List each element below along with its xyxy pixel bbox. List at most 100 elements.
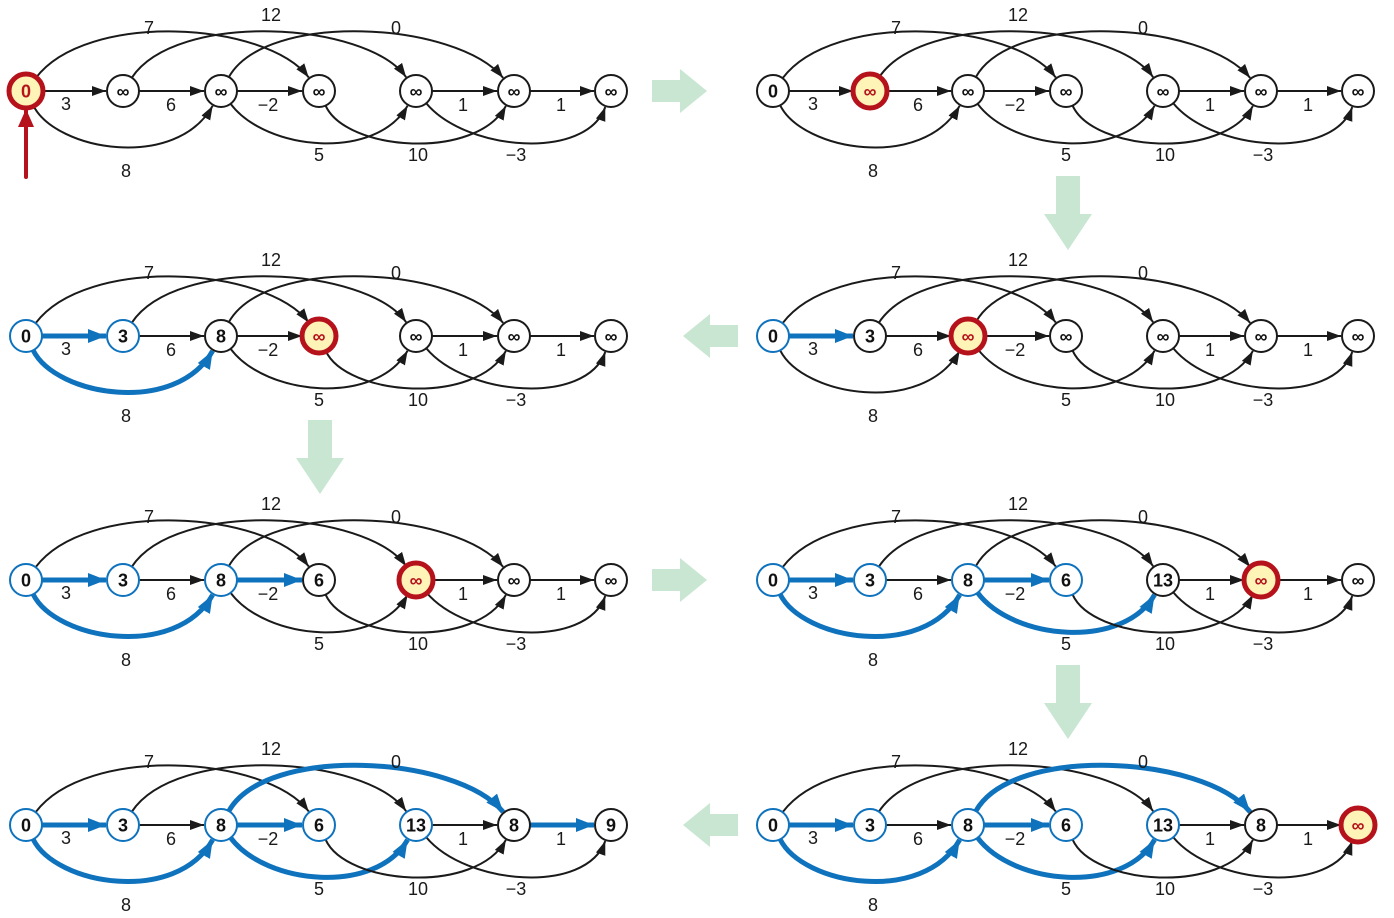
node-2-distance: 8 (216, 571, 226, 591)
edge-0-3 (781, 275, 1057, 324)
edge-weight-0-2: 8 (121, 895, 131, 913)
edge-weight-1-2: 6 (166, 95, 176, 115)
edge-weight-1-4: 12 (261, 5, 281, 25)
node-1-distance: 3 (865, 571, 875, 591)
node-3 (302, 808, 336, 842)
edge-2-5 (227, 275, 504, 324)
start-arrow-head (18, 109, 34, 127)
edge-2-4-tree (975, 591, 1157, 635)
edge-2-5 (974, 275, 1251, 324)
edge-weight-1-2: 6 (913, 340, 923, 360)
edge-0-2 (779, 349, 961, 394)
edge-weight-4-6: −3 (506, 879, 527, 899)
node-4 (1146, 808, 1180, 842)
node-6-current (1338, 805, 1378, 845)
edge-1-4 (131, 519, 407, 568)
edge-weight-2-4: 5 (1061, 390, 1071, 410)
edge-weight-4-6: −3 (1253, 390, 1274, 410)
edge-weight-4-5: 1 (1205, 584, 1215, 604)
edge-weight-0-3: 7 (891, 507, 901, 527)
node-4-distance: 13 (406, 816, 426, 836)
flow-arrow-5 (652, 558, 707, 602)
edge-weight-2-5: 0 (1138, 507, 1148, 527)
edge-weight-0-2: 8 (868, 895, 878, 913)
edge-weight-3-5: 10 (408, 145, 428, 165)
node-6-distance: ∞ (605, 571, 618, 591)
edge-weight-1-2: 6 (166, 340, 176, 360)
edge-weight-5-6: 1 (1303, 95, 1313, 115)
edge-weight-1-4: 12 (261, 250, 281, 270)
edge-0-2 (32, 104, 214, 149)
node-4-distance: ∞ (410, 82, 423, 102)
edge-weight-3-5: 10 (408, 634, 428, 654)
edge-weight-2-4: 5 (314, 879, 324, 899)
node-4-distance: 13 (1153, 816, 1173, 836)
node-3 (302, 74, 336, 108)
edge-weight-2-5: 0 (391, 263, 401, 283)
node-5 (1244, 74, 1278, 108)
edge-3-5 (1071, 839, 1254, 879)
node-6 (1341, 74, 1375, 108)
node-1-distance: 3 (118, 816, 128, 836)
edge-weight-4-6: −3 (506, 634, 527, 654)
node-5-distance: 8 (1256, 816, 1266, 836)
edge-weight-0-1: 3 (61, 94, 71, 114)
edge-4-6 (425, 836, 607, 879)
flow-arrow-7 (683, 803, 738, 847)
node-1-distance: 3 (865, 327, 875, 347)
edge-weight-5-6: 1 (556, 829, 566, 849)
node-5 (1244, 808, 1278, 842)
edge-3-5 (1071, 350, 1254, 390)
node-5-distance: ∞ (1255, 327, 1268, 347)
node-5 (497, 808, 531, 842)
node-5-distance: 8 (509, 816, 519, 836)
edge-weight-4-6: −3 (1253, 145, 1274, 165)
edge-weight-0-1: 3 (808, 339, 818, 359)
edge-weight-2-5: 0 (1138, 263, 1148, 283)
node-2 (951, 74, 985, 108)
flow-arrow-6 (1044, 665, 1092, 739)
node-4 (399, 319, 433, 353)
node-3-distance: 6 (1061, 816, 1071, 836)
node-4-distance: ∞ (410, 327, 423, 347)
edge-weight-0-1: 3 (808, 828, 818, 848)
node-6-distance: ∞ (1352, 816, 1365, 836)
edge-weight-4-5: 1 (458, 95, 468, 115)
edge-weight-4-6: −3 (1253, 879, 1274, 899)
node-3-distance: ∞ (313, 327, 326, 347)
node-0 (9, 808, 43, 842)
node-3-distance: 6 (1061, 571, 1071, 591)
edge-weight-4-6: −3 (506, 390, 527, 410)
edge-weight-0-3: 7 (891, 752, 901, 772)
node-4 (1146, 74, 1180, 108)
edge-weight-4-5: 1 (458, 829, 468, 849)
node-3-distance: 6 (314, 816, 324, 836)
edge-2-4 (229, 348, 409, 390)
edge-weight-1-2: 6 (166, 584, 176, 604)
edge-weight-1-4: 12 (1008, 250, 1028, 270)
node-3-distance: 6 (314, 571, 324, 591)
edge-weight-2-4: 5 (1061, 145, 1071, 165)
edge-weight-3-5: 10 (408, 390, 428, 410)
node-5-distance: ∞ (1255, 571, 1268, 591)
node-0-distance: 0 (768, 82, 778, 102)
node-5 (497, 74, 531, 108)
node-3-distance: ∞ (313, 82, 326, 102)
edge-weight-1-2: 6 (913, 95, 923, 115)
edge-2-4-tree (975, 836, 1157, 880)
edge-weight-0-2: 8 (121, 161, 131, 181)
edge-1-4 (131, 275, 407, 324)
edge-1-4 (878, 519, 1154, 568)
edge-weight-2-3: −2 (258, 584, 279, 604)
node-4-current (396, 560, 436, 600)
node-6-distance: ∞ (605, 327, 618, 347)
node-1-distance: 3 (865, 816, 875, 836)
edge-weight-2-4: 5 (1061, 879, 1071, 899)
node-1 (853, 563, 887, 597)
edge-weight-0-1: 3 (61, 339, 71, 359)
node-2-distance: ∞ (962, 327, 975, 347)
